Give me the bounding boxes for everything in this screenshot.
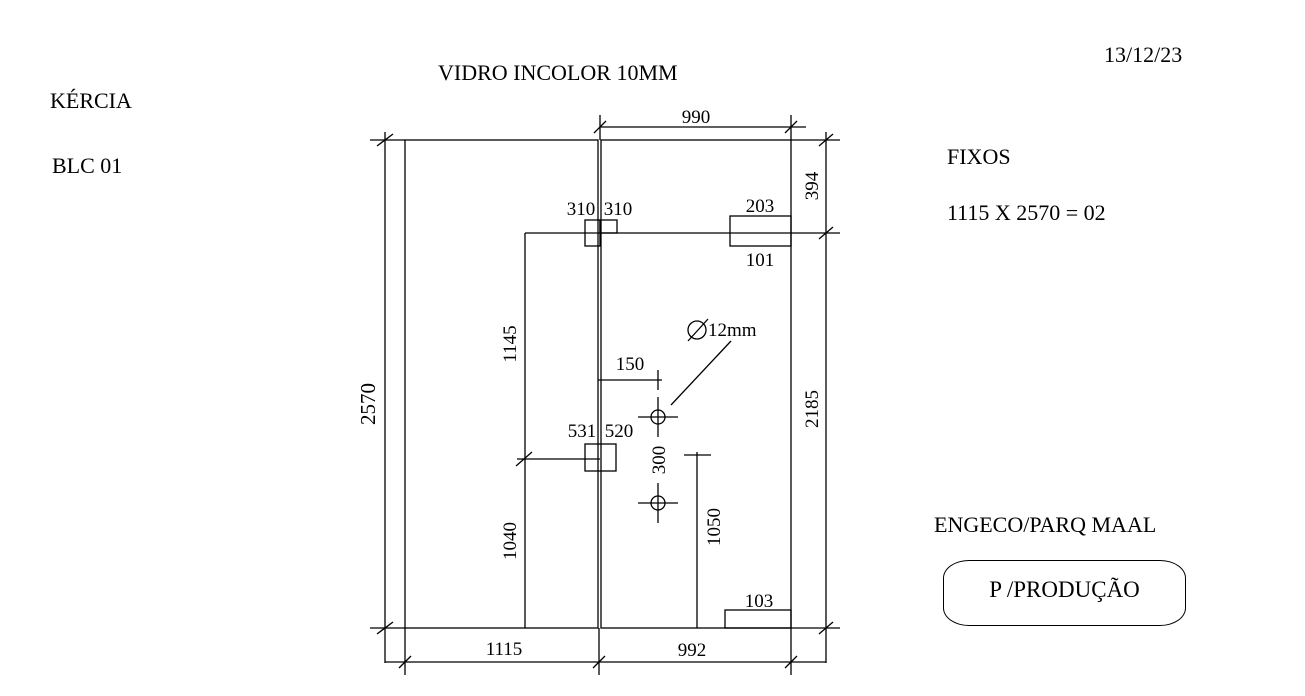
material-title: VIDRO INCOLOR 10MM xyxy=(438,60,678,85)
corner-notch-top xyxy=(729,215,792,247)
section-label: FIXOS xyxy=(947,144,1011,169)
dim-corner-notch-top-w: 203 xyxy=(746,196,775,217)
diameter-symbol xyxy=(687,320,707,340)
dim-corner-notch-bottom: 103 xyxy=(745,591,774,612)
dim-hole-diameter: 12mm xyxy=(708,320,757,341)
corner-notch-bottom xyxy=(724,609,792,629)
project-name: ENGECO/PARQ MAAL xyxy=(934,512,1157,537)
quantity-spec: 1115 X 2570 = 02 xyxy=(947,200,1106,225)
notch-mid xyxy=(584,443,617,472)
right-glass-panel xyxy=(600,139,792,629)
dim-left-width: 1115 xyxy=(486,639,523,660)
left-glass-panel xyxy=(404,139,599,629)
dim-top-offset-right: 394 xyxy=(802,171,823,200)
dim-lower-height-right: 2185 xyxy=(802,390,823,428)
dim-notch-top-left: 310 xyxy=(567,199,596,220)
dim-hole-offset: 150 xyxy=(616,354,645,375)
dim-lower-left-height: 1040 xyxy=(500,522,521,560)
notch-top-right xyxy=(599,219,618,234)
dim-hole-height: 1050 xyxy=(704,508,725,546)
dim-notch-mid-right: 520 xyxy=(605,421,634,442)
block-id: BLC 01 xyxy=(52,153,123,178)
dim-total-height: 2570 xyxy=(356,383,380,425)
diameter-leader xyxy=(670,340,732,406)
production-badge: P /PRODUÇÃO xyxy=(943,560,1186,626)
production-badge-label: P /PRODUÇÃO xyxy=(989,577,1140,602)
dim-notch-top-right: 310 xyxy=(604,199,633,220)
dim-right-width-top: 990 xyxy=(682,107,711,128)
client-name: KÉRCIA xyxy=(50,88,132,113)
dim-upper-left-height: 1145 xyxy=(500,325,521,362)
dim-notch-mid-left: 531 xyxy=(568,421,597,442)
dim-corner-notch-top-h: 101 xyxy=(746,250,775,271)
dim-hole-spacing: 300 xyxy=(649,446,670,475)
dim-right-width-bottom: 992 xyxy=(678,640,707,661)
drawing-date: 13/12/23 xyxy=(1104,42,1183,67)
